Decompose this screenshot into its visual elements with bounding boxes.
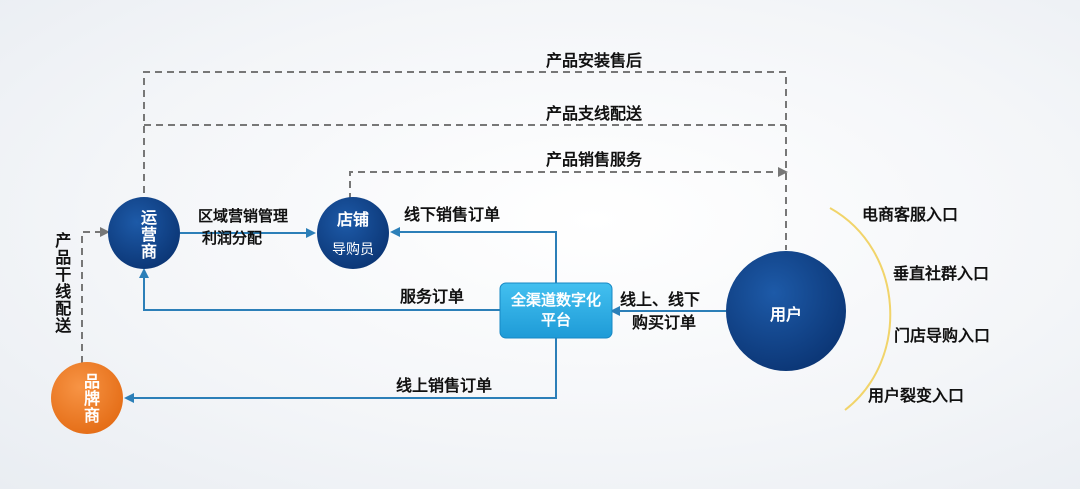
platform-label: 全渠道数字化平台 <box>510 291 601 329</box>
regional-mgmt-text-2: 利润分配 <box>202 229 263 247</box>
entrance-ecommerce: 电商客服入口 <box>862 205 959 224</box>
brand-node <box>51 362 123 434</box>
branch-delivery-text: 产品支线配送 <box>546 104 643 123</box>
user-node <box>726 251 846 371</box>
trunk-delivery-line <box>81 227 110 375</box>
operator-label: 运营商 <box>138 208 157 260</box>
entrance-referral: 用户裂变入口 <box>868 386 965 405</box>
install-after-sales-text: 产品安装售后 <box>546 51 643 70</box>
online-order-arrow <box>124 338 557 403</box>
online-offline-text-2: 购买订单 <box>632 313 697 332</box>
operator-node <box>108 197 180 269</box>
store-sub-label: 导购员 <box>332 242 374 258</box>
entrance-community: 垂直社群入口 <box>893 264 990 283</box>
entrance-store-guide: 门店导购入口 <box>894 326 991 345</box>
sales-service-text: 产品销售服务 <box>546 150 643 169</box>
install-after-sales-line <box>143 71 787 250</box>
online-offline-text-1: 线上、线下 <box>620 290 701 309</box>
offline-order-arrow <box>390 227 557 283</box>
service-order-text: 服务订单 <box>400 287 465 306</box>
user-label: 用户 <box>769 305 802 324</box>
online-order-text: 线上销售订单 <box>396 376 493 395</box>
store-label: 店铺 <box>336 210 369 229</box>
brand-label: 品牌商 <box>81 372 100 424</box>
store-node <box>317 197 389 269</box>
dashed-service-lines <box>81 71 788 375</box>
sales-service-line <box>349 167 788 200</box>
solid-flow-lines <box>124 227 726 403</box>
platform-node <box>499 282 613 339</box>
regional-mgmt-text-1: 区域营销管理 <box>198 207 289 225</box>
entrance-arc <box>829 207 892 411</box>
service-order-arrow <box>139 268 500 311</box>
offline-order-text: 线下销售订单 <box>404 205 501 224</box>
trunk-delivery-text: 产品干线配送 <box>52 232 72 334</box>
